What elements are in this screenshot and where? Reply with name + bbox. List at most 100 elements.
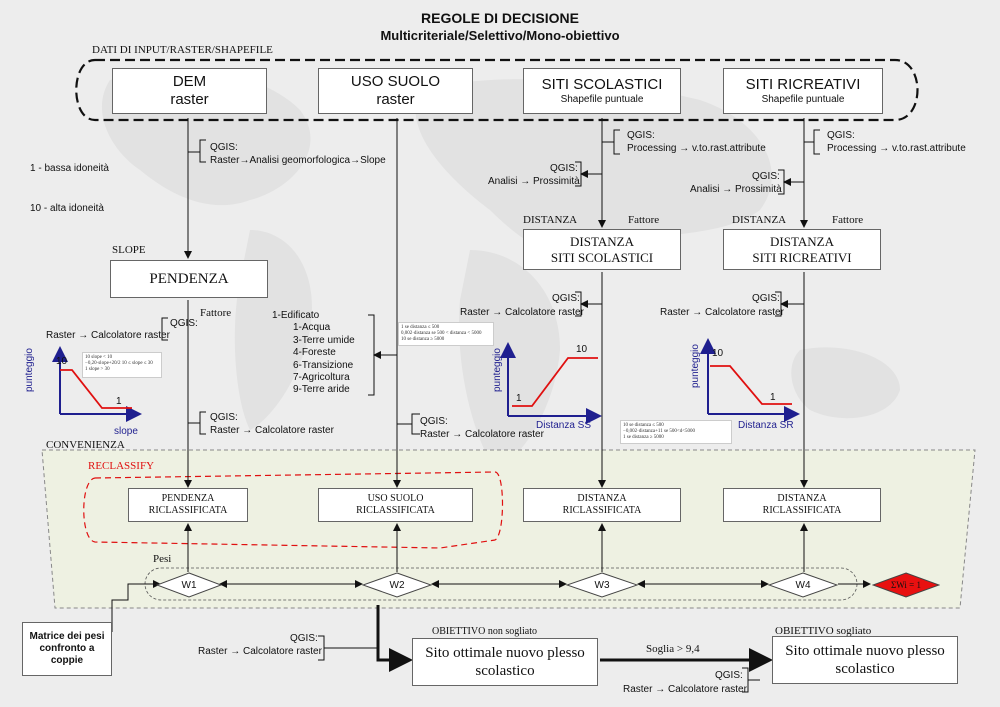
reclass-line1: DISTANZA <box>577 493 627 504</box>
landuse-item: 6-Transizione <box>293 359 354 371</box>
qgis-calc-slope-label: QGIS: <box>170 318 198 329</box>
scol-sub: Shapefile puntuale <box>560 94 644 105</box>
qgis-sr-vtorast-op: Processing → v.to.rast.attribute <box>827 143 966 154</box>
ricr-input-box: SITI RICREATIVI Shapefile puntuale <box>723 68 883 114</box>
landuse-item: 1-Acqua <box>293 322 331 334</box>
qgis-bottom-label: QGIS: <box>290 633 318 644</box>
diamond-shape <box>156 572 222 598</box>
dist-ricr-factor-box: DISTANZA SITI RICREATIVI <box>723 229 881 270</box>
sum-weights-diamond: ΣWi = 1 <box>872 572 940 598</box>
reclass-line1: PENDENZA <box>161 493 215 504</box>
reclass-line2: RICLASSIFICATA <box>148 505 228 516</box>
obiettivo-s-box: Sito ottimale nuovo plesso scolastico <box>772 636 958 684</box>
ss-graph <box>500 342 602 424</box>
qgis-calc-sr-label: QGIS: <box>752 293 780 304</box>
formula-line: 1 se distanza ≤ 500 <box>401 325 440 330</box>
weight-label: W1 <box>181 579 197 591</box>
landuse-item: 3-Terre umide <box>293 334 355 346</box>
scol-title: SITI SCOLASTICI <box>541 76 663 93</box>
slope-graph-ylabel: punteggio <box>24 348 35 392</box>
dist-ricr-line2: SITI RICREATIVI <box>752 249 852 265</box>
qgis-ss-vtorast-label: QGIS: <box>627 130 655 141</box>
sr-graph <box>700 338 800 422</box>
formula-line: −0,002·distanza+11 se 500<d<5000 <box>623 429 696 434</box>
uso-title: USO SUOLO <box>350 73 441 90</box>
landuse-item: 4-Foreste <box>293 347 336 359</box>
slope-label: SLOPE <box>112 244 146 256</box>
legend-low: 1 - bassa idoneità <box>30 163 109 174</box>
ss-graph-v10: 10 <box>576 344 588 355</box>
weight-w4: W4 <box>768 572 838 598</box>
qgis-sr-vtorast-label: QGIS: <box>827 130 855 141</box>
diamond-shape <box>768 572 838 598</box>
weight-w1: W1 <box>156 572 222 598</box>
distanza-label-sr: DISTANZA <box>732 214 787 226</box>
qgis-sr-prox-op: Analisi → Prossimità <box>690 184 782 195</box>
landuse-list: 1-Edificato 1-Acqua 3-Terre umide 4-Fore… <box>272 310 355 397</box>
reclass-line2: RICLASSIFICATA <box>762 505 842 516</box>
obiettivo-ns-label: OBIETTIVO non sogliato <box>432 626 537 637</box>
dem-title: DEM <box>172 73 207 90</box>
input-section-label: DATI DI INPUT/RASTER/SHAPEFILE <box>92 44 273 56</box>
slope-graph-v1: 1 <box>116 396 122 407</box>
obiettivo-ns-box: Sito ottimale nuovo plesso scolastico <box>412 638 598 686</box>
sr-graph-v1: 1 <box>770 392 776 403</box>
qgis-calc-pend-op: Raster → Calcolatore raster <box>210 425 334 436</box>
distance-formula: 1 se distanza ≤ 500 0,002·distanza se 50… <box>398 322 494 346</box>
sr-graph-ylabel: punteggio <box>690 344 701 388</box>
weight-label: W2 <box>389 579 405 591</box>
matrice-box: Matrice dei pesi confronto a coppie <box>22 622 112 676</box>
reclass-line1: USO SUOLO <box>367 493 424 504</box>
landuse-item: 7-Agricoltura <box>293 372 350 384</box>
qgis-ss-vtorast-op: Processing → v.to.rast.attribute <box>627 143 766 154</box>
reclass-line1: DISTANZA <box>777 493 827 504</box>
soglia-label: Soglia > 9,4 <box>646 643 700 655</box>
sr-graph-v10: 10 <box>712 348 724 359</box>
uso-reclass-box: USO SUOLO RICLASSIFICATA <box>318 488 473 522</box>
legend-high: 10 - alta idoneità <box>30 203 104 214</box>
uso-sub: raster <box>376 91 415 108</box>
formula-line: 10 se distanza ≥ 5000 <box>401 337 445 342</box>
ricr-title: SITI RICREATIVI <box>745 76 861 93</box>
qgis-calc-uso-label: QGIS: <box>420 416 448 427</box>
reclassify-region <box>83 471 504 549</box>
diamond-shape <box>566 572 638 598</box>
sr-distance-formula: 10 se distanza ≤ 500 −0,002·distanza+11 … <box>620 420 732 444</box>
fattore-label-slope: Fattore <box>200 307 232 319</box>
qgis-calc-pend-label: QGIS: <box>210 412 238 423</box>
dem-input-box: DEM raster <box>112 68 267 114</box>
weight-label: W3 <box>594 579 610 591</box>
weight-w2: W2 <box>362 572 432 598</box>
weight-label: W4 <box>795 579 811 591</box>
qgis-calc-uso-op: Raster → Calcolatore raster <box>420 429 544 440</box>
qgis-ss-prox-op: Analisi → Prossimità <box>488 176 580 187</box>
slope-graph-v10: 10 <box>56 356 68 367</box>
pesi-label: Pesi <box>153 553 172 565</box>
formula-line: 0,002·distanza se 500 < distanza < 5000 <box>401 331 482 336</box>
qgis-final-label: QGIS: <box>715 670 743 681</box>
dist-scol-factor-box: DISTANZA SITI SCOLASTICI <box>523 229 681 270</box>
pendenza-reclass-box: PENDENZA RICLASSIFICATA <box>128 488 248 522</box>
dist-scol-line1: DISTANZA <box>570 233 634 249</box>
formula-line: 10 slope < 10 <box>85 355 113 360</box>
qgis-calc-sr-op: Raster → Calcolatore raster <box>660 307 784 318</box>
qgis-final-op: Raster → Calcolatore raster <box>623 684 747 695</box>
sr-graph-xlabel: Distanza SR <box>738 420 794 431</box>
ss-graph-ylabel: punteggio <box>492 348 503 392</box>
formula-line: 1 slope > 30 <box>85 367 110 372</box>
formula-line: 1 se distanza ≥ 5000 <box>623 435 664 440</box>
fattore-label-ss: Fattore <box>628 214 660 226</box>
diagram-title: REGOLE DI DECISIONE <box>421 10 579 26</box>
sum-label: ΣWi = 1 <box>891 580 921 590</box>
slope-graph <box>52 346 142 422</box>
qgis-sr-prox-label: QGIS: <box>752 171 780 182</box>
pendenza-factor-box: PENDENZA <box>110 260 268 298</box>
reclass-line2: RICLASSIFICATA <box>562 505 642 516</box>
uso-input-box: USO SUOLO raster <box>318 68 473 114</box>
qgis-calc-ss-label: QGIS: <box>552 293 580 304</box>
distanza-label-ss: DISTANZA <box>523 214 578 226</box>
slope-formula: 10 slope < 10 −0,20·slope+20/2 10 ≤ slop… <box>82 352 162 378</box>
scol-input-box: SITI SCOLASTICI Shapefile puntuale <box>523 68 681 114</box>
landuse-item: 1-Edificato <box>272 310 320 321</box>
